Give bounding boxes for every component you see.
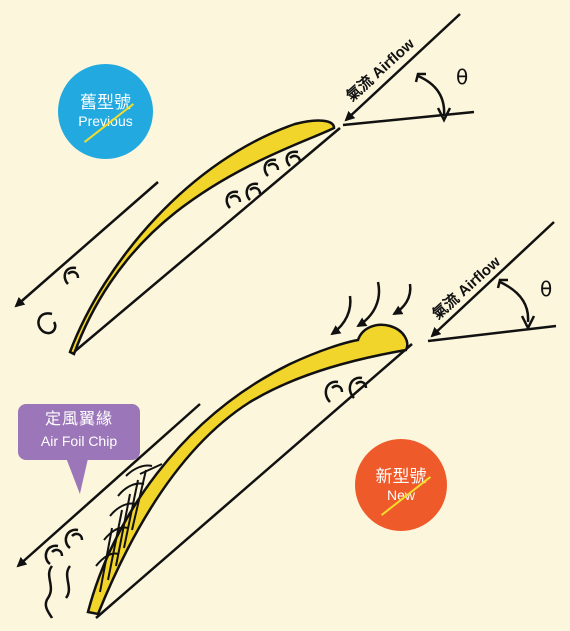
new-zh-label: 新型號: [375, 466, 427, 486]
vortex-curl: [348, 376, 368, 399]
vortex-curl: [44, 544, 64, 565]
callout-pointer: [66, 458, 92, 494]
turbulence-wave: [44, 565, 54, 619]
previous-model-badge: 舊型號 Previous: [58, 64, 153, 159]
airflow-arrow-top: [344, 13, 461, 122]
new-model-badge: 新型號 New: [355, 439, 447, 531]
angle-arc-top: [417, 74, 446, 117]
vortex-curl: [263, 158, 280, 177]
vortex-curl: [37, 312, 57, 335]
reference-line-top: [342, 110, 475, 127]
vortex-curl: [63, 266, 80, 285]
previous-blade: [68, 119, 336, 356]
outflow-arrow-bottom: [16, 403, 201, 568]
angle-arc-arrowtail-top: [414, 72, 426, 83]
new-blade: [86, 323, 409, 616]
vortex-curl: [225, 190, 242, 209]
vortex-curl: [64, 528, 84, 549]
incoming-flow-arrow: [356, 281, 381, 328]
vortex-curl: [324, 380, 344, 403]
vortex-curl: [285, 150, 302, 167]
airflow-label-top: 氣流 Airflow: [343, 34, 418, 104]
reference-line-bottom: [427, 324, 557, 343]
angle-arc-arrowtail-bottom: [496, 278, 508, 289]
vortex-curl: [245, 182, 262, 201]
airflow-arrow-bottom: [430, 221, 555, 338]
incoming-flow-arrow: [392, 283, 412, 316]
chord-line-bottom: [95, 343, 413, 619]
incoming-flow-arrow: [330, 295, 352, 336]
theta-label-bottom: θ: [540, 277, 552, 301]
callout-en-label: Air Foil Chip: [40, 433, 118, 449]
airflow-label-bottom: 氣流 Airflow: [429, 252, 504, 322]
turbulence-wave: [64, 565, 72, 599]
previous-en-label: Previous: [78, 113, 133, 129]
theta-label-top: θ: [456, 65, 468, 89]
angle-arc-bottom: [499, 280, 530, 323]
air-foil-chip-fins: [95, 463, 163, 593]
air-foil-chip-callout: 定風翼緣 Air Foil Chip: [18, 404, 140, 460]
callout-zh-label: 定風翼緣: [44, 411, 113, 428]
angle-arc-arrowhead-bottom: [520, 315, 536, 331]
chord-line-top: [73, 127, 341, 353]
angle-arc-arrowhead-top: [436, 107, 452, 123]
new-en-label: New: [386, 486, 415, 503]
outflow-arrow-top: [14, 181, 159, 308]
previous-zh-label: 舊型號: [80, 93, 131, 112]
